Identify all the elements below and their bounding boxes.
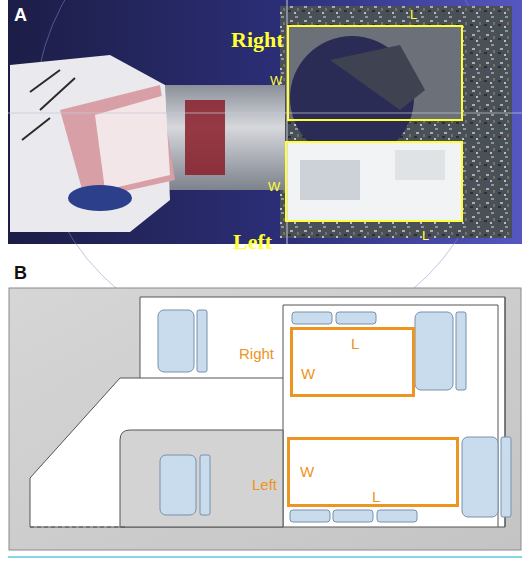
dimension-label: L xyxy=(410,8,417,21)
dimension-label: L xyxy=(372,489,380,504)
dimension-box: RightWL xyxy=(290,327,415,397)
vehicle-plan xyxy=(9,288,521,550)
dimension-box: RightWL xyxy=(287,25,463,121)
dimension-label: L xyxy=(351,336,359,351)
panel-letter: A xyxy=(14,6,27,24)
dimension-label: L xyxy=(422,229,429,242)
dimension-box: WLeftL xyxy=(285,141,463,222)
dimension-label: W xyxy=(268,180,280,193)
panel-letter: B xyxy=(14,264,27,282)
dimension-label: W xyxy=(270,74,282,87)
dimension-box: WLeftL xyxy=(287,437,459,507)
dimension-label: W xyxy=(300,464,314,479)
dimension-label: Left xyxy=(252,477,277,492)
caption-rule xyxy=(8,556,522,558)
side-label: Right xyxy=(231,29,284,51)
dimension-label: Left xyxy=(233,231,272,253)
dimension-label: W xyxy=(301,366,315,381)
side-label: Right xyxy=(239,346,274,361)
